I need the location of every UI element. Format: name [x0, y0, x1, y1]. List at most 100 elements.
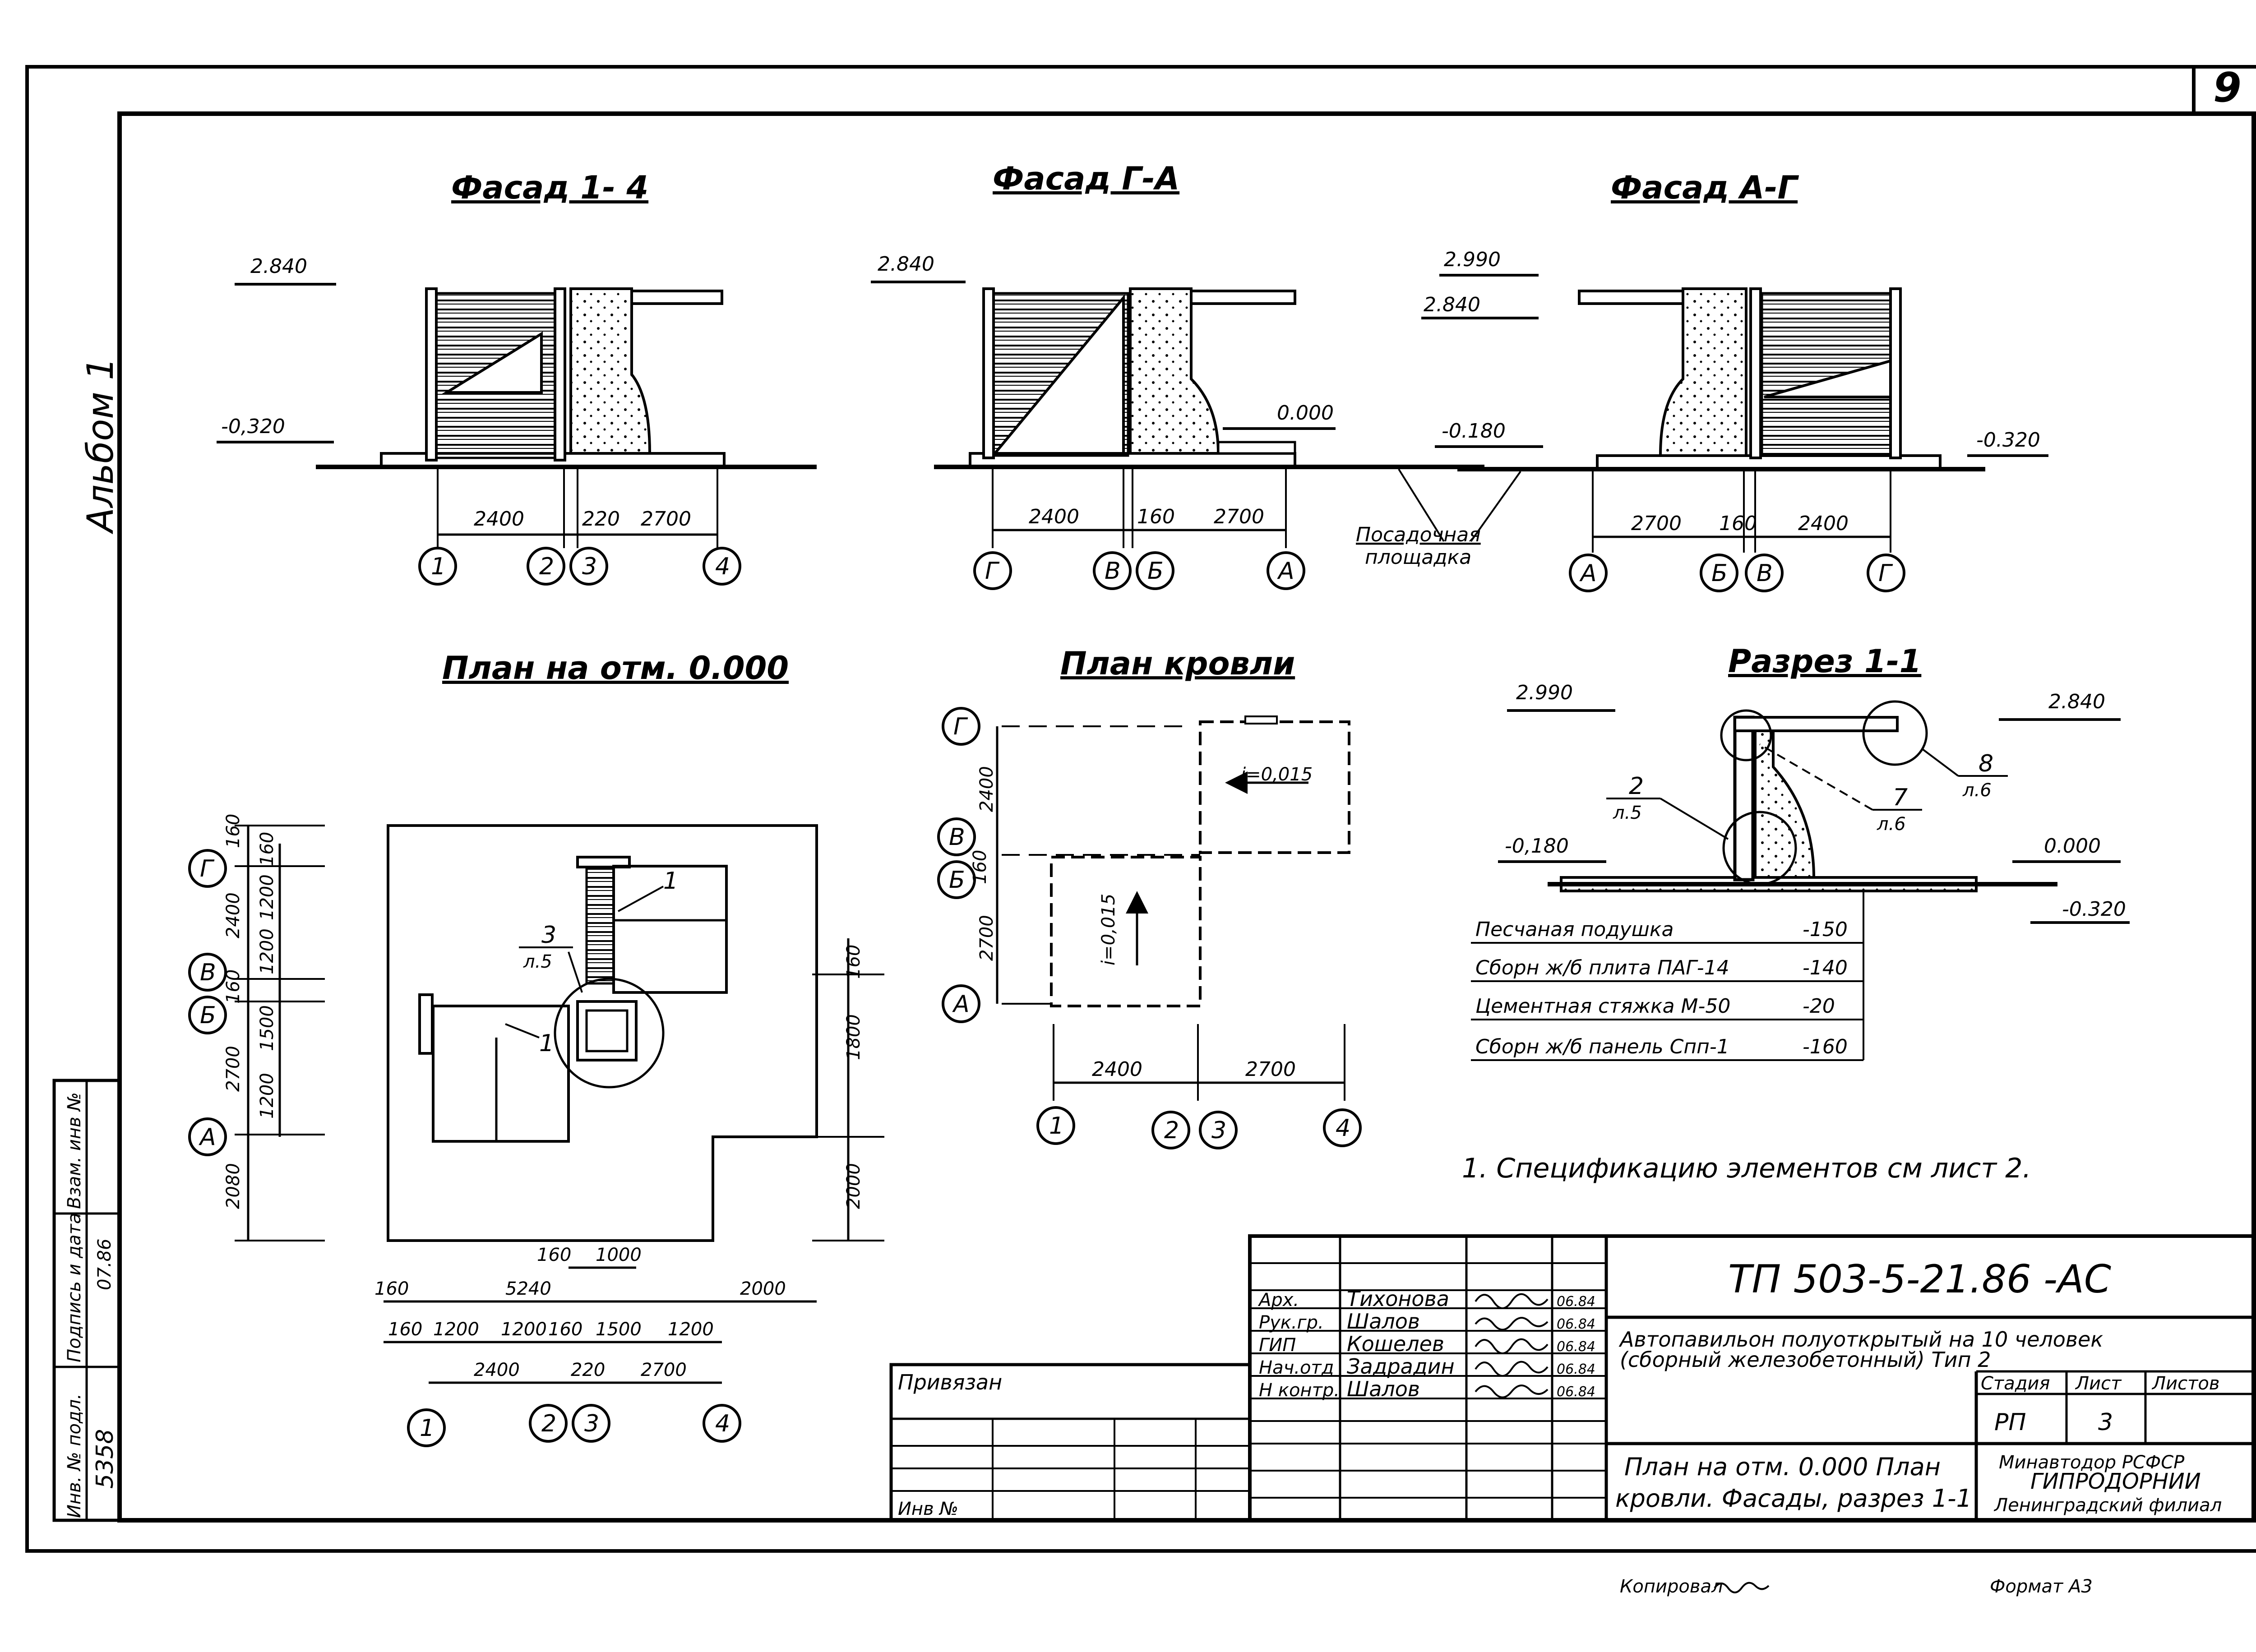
axis-label: А — [199, 1124, 216, 1151]
axis-label: 4 — [715, 553, 730, 580]
dim-value: 2000 — [740, 1278, 786, 1299]
dim-value: 1200 — [257, 1073, 277, 1119]
title-block: ТП 503-5-21.86 -АС Автопавильон полуоткр… — [1248, 1234, 2256, 1522]
landing-label-line1: Посадочная — [1356, 523, 1481, 546]
axis-label: В — [1105, 558, 1121, 585]
axis-label: 1 — [420, 1415, 435, 1442]
bench-triangle — [442, 331, 543, 394]
stamp-date: 07.86 — [94, 1238, 115, 1290]
level-mark: -0,180 — [1505, 835, 1569, 858]
axis-label: 3 — [1211, 1117, 1226, 1144]
sheet-value: 3 — [2098, 1409, 2113, 1436]
role-date: 06.84 — [1557, 1361, 1595, 1377]
axis-label: Б — [200, 1002, 216, 1029]
sheet-title-1: План на отм. 0.000 План — [1624, 1453, 1941, 1481]
shelter-room — [432, 1005, 570, 1143]
bench-element — [612, 865, 728, 994]
layer-table: Песчаная подушка -150 Сборн ж/б плита ПА… — [1471, 918, 1863, 1061]
level-mark: 2.840 — [2048, 690, 2105, 713]
stage-header: Стадия — [1981, 1373, 2050, 1394]
section-column — [1733, 715, 1755, 881]
concrete-panel — [569, 287, 652, 455]
section-panel — [1754, 725, 1816, 879]
shelter-column — [425, 287, 438, 461]
shelter-column — [1889, 287, 1902, 459]
dim-value: 1200 — [501, 1319, 547, 1340]
level-mark: 0.000 — [1277, 401, 1334, 425]
detail-circle — [1722, 811, 1797, 886]
slope-label: i=0,015 — [1098, 894, 1119, 965]
dim-value: 1200 — [433, 1319, 479, 1340]
roof-edge — [1244, 715, 1278, 724]
dim-value: 160 — [257, 832, 277, 866]
dim-value: 2000 — [843, 1163, 864, 1209]
landing-label-line2: площадка — [1365, 546, 1471, 569]
bottom-dimension-chain: 160 1000 160 5240 2000 160 1200 1200 160… — [374, 1245, 817, 1384]
roof-edge — [630, 290, 723, 305]
axis-label: 4 — [1336, 1115, 1350, 1142]
axis-label: Г — [1878, 560, 1893, 587]
dim-value: 2700 — [641, 508, 691, 531]
level-mark: 2.840 — [250, 255, 307, 278]
axis-label: Г — [200, 855, 215, 882]
detail-circle — [1862, 700, 1928, 766]
axis-label: 2 — [1164, 1117, 1179, 1144]
dim-value: 160 — [1137, 505, 1175, 528]
role-date: 06.84 — [1557, 1339, 1595, 1355]
copied-by: Копировал — [1620, 1576, 1723, 1597]
role-label: Нач.отд — [1259, 1357, 1334, 1378]
axis-label: В — [1757, 560, 1773, 587]
outer-frame — [25, 65, 2256, 1553]
roof-plan-title: План кровли — [1060, 645, 1295, 682]
level-mark: 2.840 — [878, 253, 934, 276]
callout-number: 1 — [539, 1030, 554, 1057]
dim-value: 220 — [582, 508, 620, 531]
section-roof — [1734, 716, 1899, 732]
layer-value: -20 — [1803, 995, 1835, 1018]
callout-number: 8 — [1979, 750, 1993, 777]
sheet-number: 9 — [2213, 64, 2242, 111]
dimension-chain: 2400 220 2700 — [437, 469, 718, 548]
document-code: ТП 503-5-21.86 -АС — [1728, 1257, 2111, 1302]
callout-number: 1 — [663, 868, 678, 895]
dim-value: 160 — [223, 814, 244, 848]
axis-label: В — [200, 959, 216, 986]
album-label: Альбом 1 — [79, 357, 121, 535]
role-label: Рук.гр. — [1259, 1312, 1324, 1333]
level-mark: -0.320 — [2062, 898, 2126, 921]
dim-value: 2700 — [223, 1046, 244, 1092]
leader-line — [1470, 471, 1521, 542]
sheet-header: Лист — [2075, 1373, 2122, 1394]
roof-edge — [1578, 290, 1684, 305]
dim-value: 1800 — [843, 1014, 864, 1060]
sheet-title-2: кровли. Фасады, разрез 1-1 — [1615, 1484, 1972, 1513]
signature — [1475, 1384, 1549, 1398]
leader-line — [568, 951, 583, 993]
wall-element — [418, 993, 434, 1055]
dim-value: 160 — [374, 1278, 409, 1299]
dim-value: 1500 — [596, 1319, 642, 1340]
callout-sheet: л.5 — [1613, 803, 1642, 823]
section-callout: 8 л.6 — [1921, 748, 2008, 801]
dim-value: 160 — [1719, 512, 1757, 535]
dim-value: 160 — [843, 945, 864, 979]
level-mark: 2.990 — [1444, 248, 1501, 271]
dim-value: 1200 — [257, 874, 277, 920]
axis-label: 2 — [539, 553, 554, 580]
detail-box-inner — [585, 1009, 629, 1052]
leader-line — [618, 886, 664, 912]
role-name: Задрадин — [1347, 1354, 1455, 1379]
detail-box — [576, 1000, 638, 1061]
dim-value: 2400 — [474, 508, 524, 531]
brace-triangle — [992, 294, 1125, 455]
dim-value: 1500 — [257, 1005, 277, 1051]
roof-axis-markers-bottom: 1 2 3 4 — [1036, 1106, 1362, 1149]
layer-value: -140 — [1803, 956, 1848, 979]
left-dimension-chain: 160 2400 160 2700 2080 160 1200 1200 150… — [223, 814, 325, 1241]
level-mark: 2.990 — [1516, 681, 1573, 704]
dim-value: 2700 — [1214, 505, 1264, 528]
roof-left-dims: 2400 160 2700 — [970, 726, 999, 1004]
dim-value: 2400 — [1029, 505, 1079, 528]
axis-label: 1 — [1049, 1112, 1064, 1140]
dim-value: 1200 — [668, 1319, 714, 1340]
